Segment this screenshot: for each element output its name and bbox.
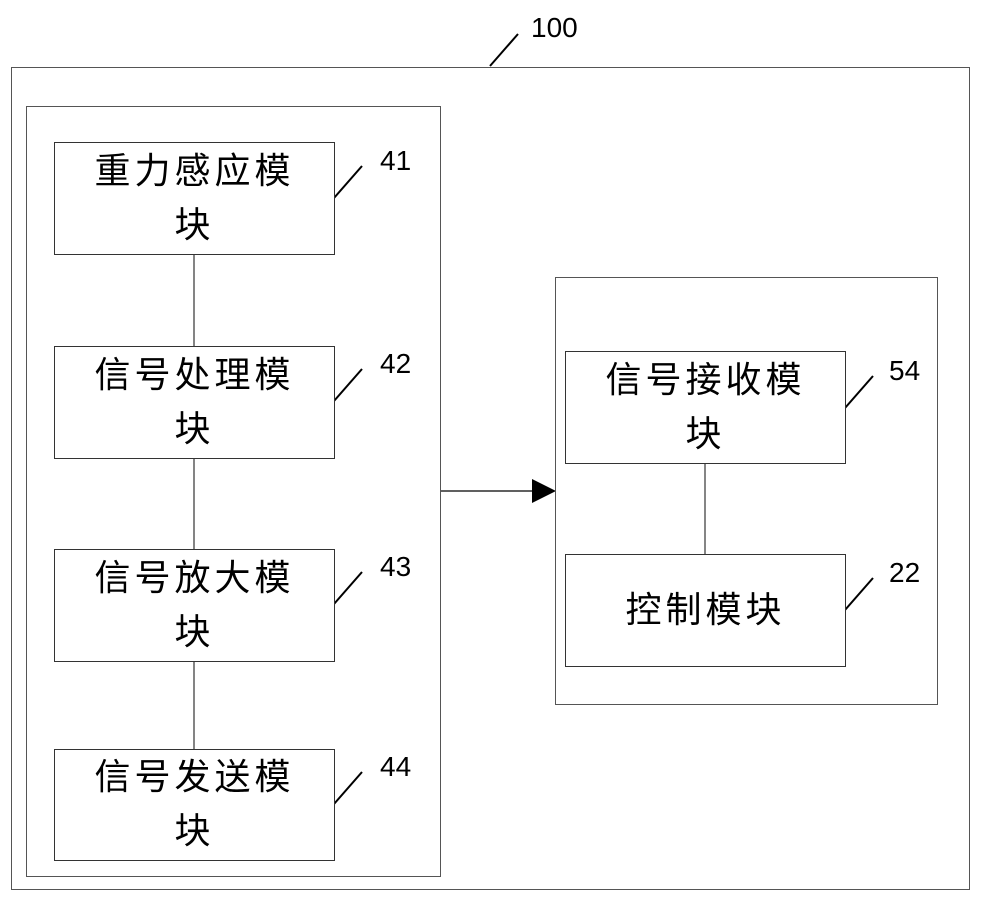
signal-amplification-module-label: 信号放大模块	[94, 557, 295, 653]
sender-group-frame	[26, 106, 441, 877]
control-module: 控制模块	[565, 554, 846, 667]
leader-line-44	[333, 771, 363, 805]
module-ref-22: 22	[889, 557, 921, 588]
signal-processing-module: 信号处理模块	[54, 346, 335, 459]
leader-line-54	[844, 375, 874, 409]
receiver-group-frame	[555, 277, 938, 705]
module-ref-43: 43	[380, 551, 412, 582]
signal-processing-module-label: 信号处理模块	[94, 354, 295, 450]
signal-receiving-module-label: 信号接收模块	[605, 359, 806, 455]
module-ref-41: 41	[380, 145, 412, 176]
module-ref-42: 42	[380, 348, 412, 379]
system-frame	[11, 67, 970, 890]
leader-line-42	[333, 368, 363, 402]
leader-line-41	[333, 165, 363, 199]
leader-line-22	[844, 577, 874, 611]
system-ref-label: 100	[531, 12, 578, 43]
leader-line-100	[489, 33, 519, 67]
signal-sending-module: 信号发送模块	[54, 749, 335, 861]
signal-sending-module-label: 信号发送模块	[94, 757, 295, 852]
control-module-label: 控制模块	[625, 589, 786, 631]
signal-receiving-module: 信号接收模块	[565, 351, 846, 464]
signal-amplification-module: 信号放大模块	[54, 549, 335, 662]
leader-line-43	[333, 571, 363, 605]
module-ref-54: 54	[889, 355, 921, 386]
transmission-arrow-head	[532, 479, 556, 503]
gravity-sensing-module: 重力感应模块	[54, 142, 335, 255]
gravity-sensing-module-label: 重力感应模块	[94, 150, 295, 246]
module-ref-44: 44	[380, 751, 412, 782]
